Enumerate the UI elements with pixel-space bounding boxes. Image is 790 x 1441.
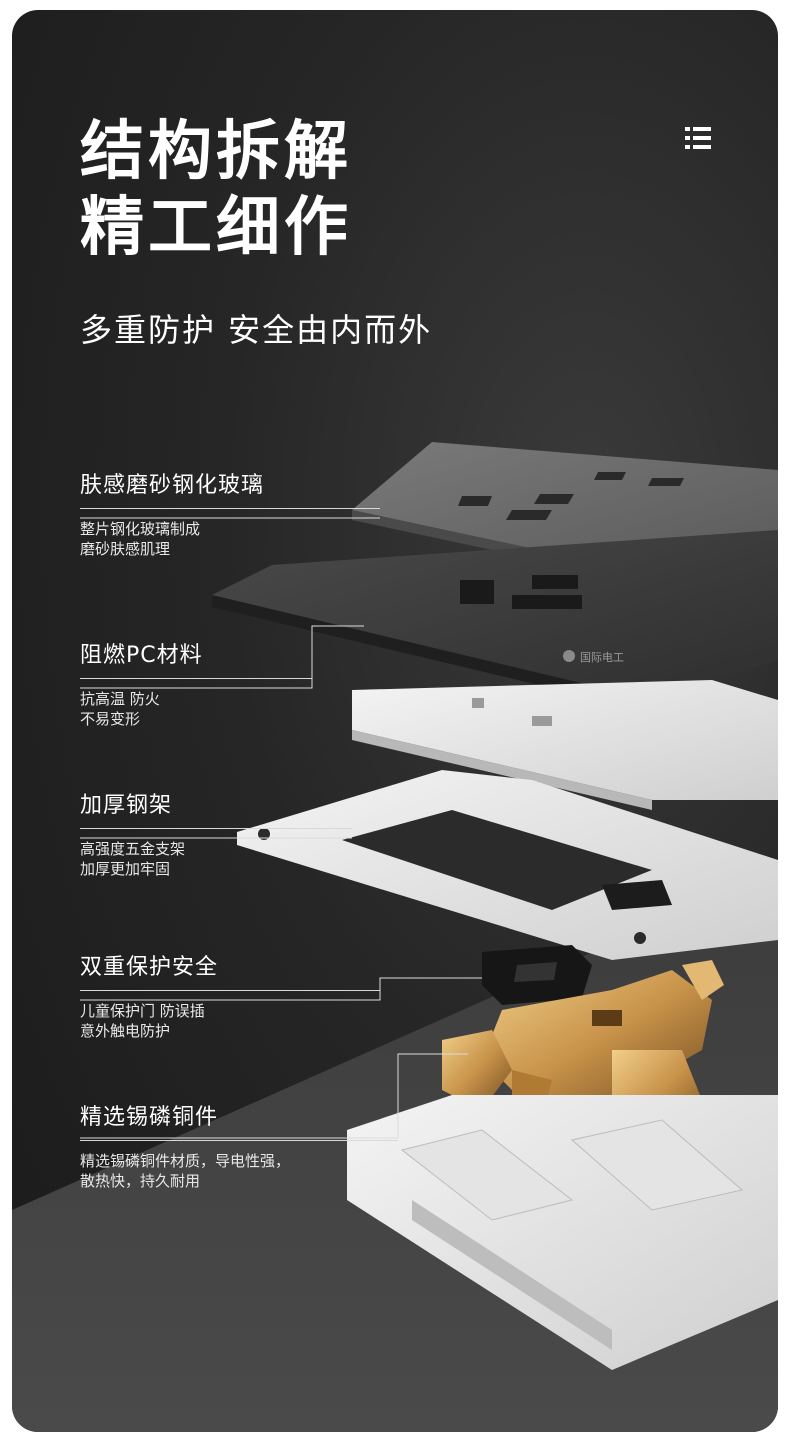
base-box	[347, 1095, 778, 1370]
title-line-2: 精工细作	[80, 191, 352, 265]
feature-description: 高强度五金支架 加厚更加牢固	[80, 839, 380, 879]
feature-glass: 肤感磨砂钢化玻璃 整片钢化玻璃制成 磨砂肤感肌理	[80, 472, 380, 559]
feature-divider	[80, 1140, 398, 1141]
feature-title: 双重保护安全	[80, 955, 219, 980]
title-line-1: 结构拆解	[80, 115, 352, 189]
menu-list-icon-glyph	[685, 127, 711, 149]
feature-title: 精选锡磷铜件	[80, 1105, 219, 1130]
feature-desc-line: 高强度五金支架	[80, 840, 186, 858]
exploded-socket-illustration: 国际电工	[80, 442, 778, 1370]
feature-desc-line: 抗高温 防火	[80, 690, 160, 708]
feature-desc-line: 儿童保护门 防误插	[80, 1002, 205, 1020]
pc-frame: 国际电工	[212, 530, 778, 712]
feature-steel-bracket: 加厚钢架 高强度五金支架 加厚更加牢固	[80, 792, 380, 879]
feature-description: 整片钢化玻璃制成 磨砂肤感肌理	[80, 519, 380, 559]
feature-desc-line: 磨砂肤感肌理	[80, 540, 171, 558]
page-subtitle: 多重防护 安全由内而外	[80, 311, 433, 349]
safety-shutter	[482, 945, 592, 1005]
menu-list-icon[interactable]	[684, 124, 712, 152]
feature-desc-line: 不易变形	[80, 710, 141, 728]
feature-desc-line: 精选锡磷铜件材质，导电性强，	[80, 1152, 291, 1170]
feature-pc-material: 阻燃PC材料 抗高温 防火 不易变形	[80, 642, 380, 729]
brand-logo-text: 国际电工	[580, 651, 624, 664]
feature-desc-line: 意外触电防护	[80, 1022, 171, 1040]
feature-copper-parts: 精选锡磷铜件 精选锡磷铜件材质，导电性强， 散热快，持久耐用	[80, 1104, 398, 1191]
feature-description: 抗高温 防火 不易变形	[80, 689, 380, 729]
feature-desc-line: 整片钢化玻璃制成	[80, 520, 201, 538]
feature-title: 阻燃PC材料	[80, 643, 203, 668]
feature-divider	[80, 508, 380, 509]
feature-desc-line: 散热快，持久耐用	[80, 1172, 201, 1190]
feature-description: 精选锡磷铜件材质，导电性强， 散热快，持久耐用	[80, 1151, 398, 1191]
feature-divider	[80, 990, 380, 991]
product-detail-card: 国际电工	[12, 10, 778, 1432]
feature-divider	[80, 678, 312, 679]
feature-desc-line: 加厚更加牢固	[80, 860, 171, 878]
feature-title: 肤感磨砂钢化玻璃	[80, 473, 265, 498]
feature-description: 儿童保护门 防误插 意外触电防护	[80, 1001, 380, 1041]
callout-lines	[80, 517, 482, 1139]
page-title: 结构拆解 精工细作	[80, 114, 352, 266]
steel-bracket	[237, 770, 778, 960]
feature-divider	[80, 828, 352, 829]
feature-title: 加厚钢架	[80, 793, 173, 818]
inner-housing	[352, 680, 778, 810]
feature-double-protection: 双重保护安全 儿童保护门 防误插 意外触电防护	[80, 954, 380, 1041]
